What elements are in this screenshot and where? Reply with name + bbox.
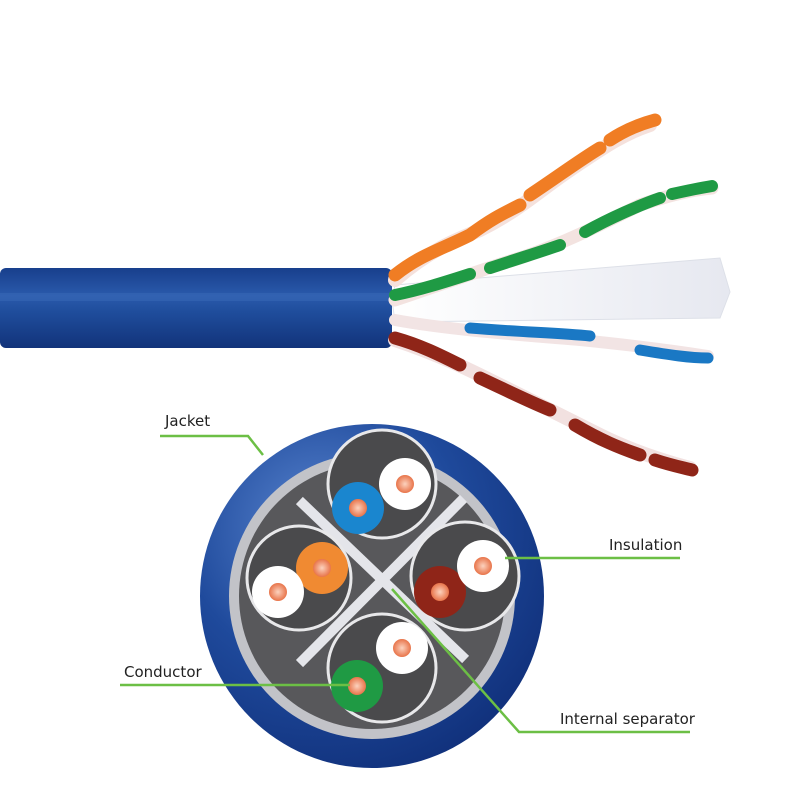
brown-pair [388, 331, 699, 477]
cable-cross-section [200, 424, 544, 768]
orange-pair [388, 113, 662, 287]
cross-separator [295, 494, 470, 668]
internal-separator-label: Internal separator [560, 710, 695, 728]
leader-lines [120, 434, 690, 734]
jacket-leader [160, 434, 264, 456]
separator-leader [391, 588, 690, 734]
green-pair [388, 180, 719, 307]
conductor-label: Conductor [124, 663, 202, 681]
blue-pair [389, 314, 714, 364]
cable-jacket [0, 268, 392, 348]
pair-blue-cell [326, 428, 438, 540]
pair-orange-cell [245, 524, 353, 632]
insulation-label: Insulation [609, 536, 683, 554]
pair-green-cell [326, 612, 438, 724]
pair-brown-cell [409, 520, 521, 632]
jacket-label: Jacket [165, 412, 211, 430]
